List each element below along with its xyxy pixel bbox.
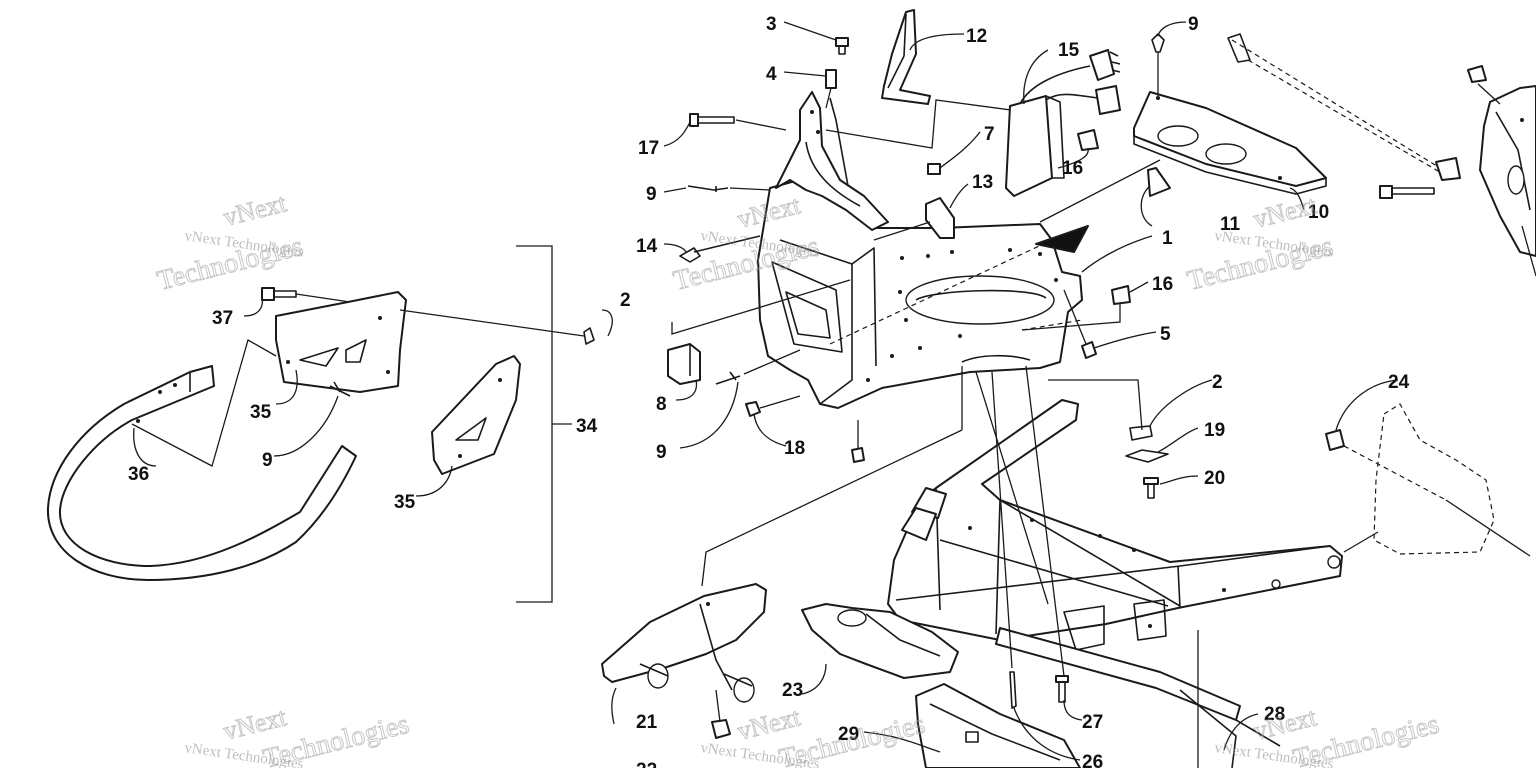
callout-21: 21 [636, 712, 658, 733]
nut-16-right [1111, 285, 1131, 305]
mount-bracket-24 [1373, 403, 1495, 555]
pin-9-center-low [715, 371, 741, 385]
bracket-34 [516, 245, 553, 603]
callout-11: 11 [1220, 214, 1241, 235]
pin-26 [1009, 671, 1017, 709]
bolt-right [1379, 185, 1435, 199]
screw-7 [927, 163, 941, 175]
callout-12: 12 [966, 26, 987, 47]
wiring-harness-15 [1005, 49, 1121, 197]
bolt-5 [1081, 341, 1097, 359]
bumper-block-8 [667, 343, 701, 385]
callout-labels: 1 2 2 3 4 5 7 8 9 9 9 9 10 11 12 13 14 1… [128, 14, 1410, 768]
callout-28: 28 [1264, 704, 1285, 725]
plate-13 [925, 197, 955, 239]
bolt-27 [1055, 675, 1069, 703]
pin-9-upper-right [1151, 33, 1165, 53]
bolt-18-lower [851, 447, 865, 463]
callout-26: 26 [1082, 752, 1103, 768]
spacer-4 [825, 69, 837, 89]
callout-10: 10 [1308, 202, 1329, 223]
callout-16-right: 16 [1152, 274, 1173, 295]
tie-bar-28 [995, 627, 1241, 721]
callout-36: 36 [128, 464, 149, 485]
svg-text:vNext: vNext [1250, 190, 1319, 234]
screw-3 [835, 37, 849, 55]
washer-19 [1125, 449, 1169, 463]
upper-arm-mount [1479, 85, 1536, 257]
steering-bracket [775, 91, 889, 231]
callout-35-upper: 35 [250, 402, 272, 423]
watermark-bottom-center: vNext Technologies vNext Technologies [699, 702, 928, 768]
callout-8: 8 [656, 394, 667, 415]
bumper-bracket-lower [431, 355, 521, 475]
callout-13: 13 [972, 172, 993, 193]
bolt-18 [745, 401, 761, 417]
svg-text:vNext: vNext [734, 702, 803, 746]
callout-9-center: 9 [646, 184, 657, 205]
watermark-top-left: vNext Technologies vNext Technologies [154, 188, 307, 298]
callout-37: 37 [212, 308, 233, 329]
watermark-bottom-right: vNext Technologies vNext Technologies [1213, 702, 1442, 768]
callout-23: 23 [782, 680, 803, 701]
callout-3: 3 [766, 14, 777, 35]
pin-9-center-top [687, 185, 729, 192]
callout-20: 20 [1204, 468, 1225, 489]
spindle-21 [601, 583, 767, 683]
callout-4: 4 [766, 64, 777, 85]
callout-19: 19 [1204, 420, 1225, 441]
clip-2-left [583, 327, 595, 345]
callout-2-left: 2 [620, 290, 631, 311]
callout-16-upper: 16 [1062, 158, 1083, 179]
callout-24: 24 [1388, 372, 1410, 393]
direction-arrow [1035, 225, 1089, 253]
callout-17: 17 [638, 138, 659, 159]
nut-24 [1325, 429, 1345, 451]
callout-9-top: 9 [1188, 14, 1199, 35]
callout-34: 34 [576, 416, 598, 437]
pin-9-left [329, 381, 351, 397]
rivet-14 [679, 235, 761, 263]
nut-right-top [1467, 65, 1487, 83]
mount-plate-10 [1133, 91, 1327, 195]
callout-14: 14 [636, 236, 658, 257]
bracket-11 [1147, 167, 1171, 197]
front-frame [887, 399, 1343, 641]
callout-2-right: 2 [1212, 372, 1223, 393]
callout-9-lower: 9 [656, 442, 667, 463]
callout-1: 1 [1162, 228, 1173, 249]
bumper-tube [46, 365, 357, 581]
nose-pan-opening [905, 275, 1055, 325]
bumper-bracket-upper [275, 291, 407, 393]
callout-15: 15 [1058, 40, 1080, 61]
front-frame-assembly [601, 365, 1379, 768]
screw-17 [689, 113, 735, 127]
bolt-37 [261, 287, 297, 301]
bolt-20 [1143, 477, 1159, 499]
watermark-top-right: vNext Technologies vNext Technologies [1184, 190, 1337, 298]
nose-pan-assembly [663, 9, 1327, 463]
clip-16-upper [1077, 129, 1099, 151]
bolt-22 [711, 719, 731, 739]
lower-panel-29 [915, 683, 1081, 768]
callout-5: 5 [1160, 324, 1171, 345]
callout-35-lower: 35 [394, 492, 416, 513]
callout-9-left: 9 [262, 450, 273, 471]
callout-7: 7 [984, 124, 995, 145]
callout-29: 29 [838, 724, 859, 745]
callout-27: 27 [1082, 712, 1103, 733]
callout-22: 22 [636, 760, 657, 768]
bumper-assembly [46, 245, 613, 603]
windshield-bracket-12 [881, 9, 931, 105]
callout-18: 18 [784, 438, 805, 459]
watermark-bottom-left: vNext Technologies vNext Technologies [183, 702, 412, 768]
right-suspension-parts [1227, 33, 1536, 557]
clip-2-right [1129, 425, 1153, 441]
svg-text:vNext: vNext [220, 188, 289, 232]
